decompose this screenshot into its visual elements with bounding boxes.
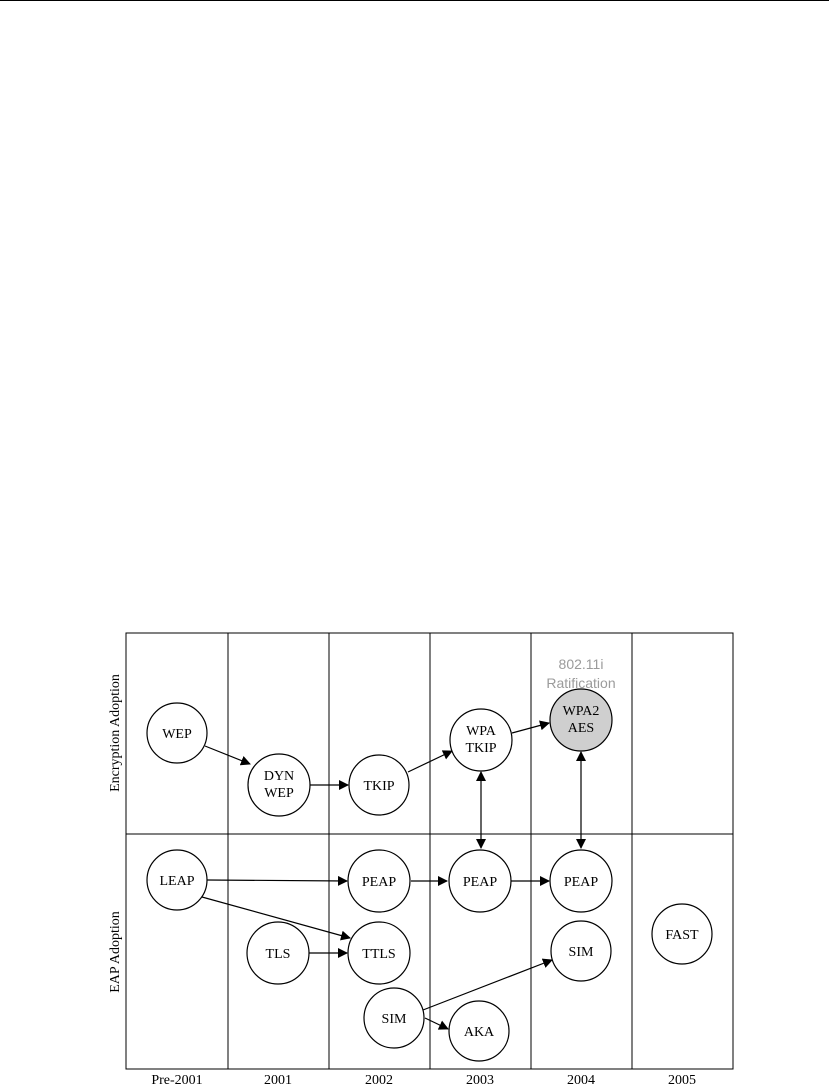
node-label: SIM [569, 945, 594, 960]
node-label: LEAP [160, 874, 195, 889]
node-label: WEP [162, 727, 192, 742]
node-peap-2003: PEAP [449, 850, 511, 912]
node-wpa-tkip: WPA TKIP [450, 709, 512, 771]
node-ttls: TTLS [348, 922, 410, 984]
node-label-line2: AES [568, 721, 594, 736]
ratification-note-line1: 802.11i [559, 656, 604, 672]
grid [126, 633, 733, 1069]
node-sim-2002: SIM [364, 988, 424, 1048]
node-peap-2002: PEAP [348, 850, 410, 912]
node-label: FAST [665, 928, 699, 943]
node-label: PEAP [463, 875, 497, 890]
node-label: TLS [266, 947, 291, 962]
node-fast: FAST [652, 904, 712, 964]
node-label: TTLS [362, 947, 395, 962]
node-label-line1: WPA2 [563, 704, 600, 719]
node-label: PEAP [564, 875, 598, 890]
node-dyn-wep: DYN WEP [248, 754, 310, 816]
column-label-2003: 2003 [466, 1073, 494, 1088]
node-tkip: TKIP [349, 755, 409, 815]
node-leap: LEAP [147, 850, 207, 910]
column-label-2002: 2002 [365, 1073, 393, 1088]
column-label-2001: 2001 [264, 1073, 292, 1088]
edge-sim-to-aka [425, 1018, 448, 1029]
row-label-eap: EAP Adoption [108, 911, 123, 993]
node-peap-2004: PEAP [550, 850, 612, 912]
node-sim-2004: SIM [551, 921, 611, 981]
node-label-line2: WEP [264, 786, 294, 801]
node-wpa2-aes: WPA2 AES [550, 689, 612, 751]
node-wep: WEP [147, 703, 207, 763]
row-label-encryption: Encryption Adoption [108, 674, 123, 792]
node-label-line1: DYN [264, 769, 294, 784]
node-label-line1: WPA [466, 724, 497, 739]
column-label-2005: 2005 [668, 1073, 696, 1088]
column-label-pre-2001: Pre-2001 [151, 1073, 202, 1088]
node-label: AKA [464, 1025, 495, 1040]
node-label-line2: TKIP [465, 741, 496, 756]
node-label: PEAP [362, 875, 396, 890]
node-label: TKIP [363, 779, 394, 794]
column-label-2004: 2004 [567, 1073, 595, 1088]
node-tls: TLS [247, 922, 309, 984]
node-aka: AKA [449, 1001, 509, 1061]
node-label: SIM [382, 1012, 407, 1027]
